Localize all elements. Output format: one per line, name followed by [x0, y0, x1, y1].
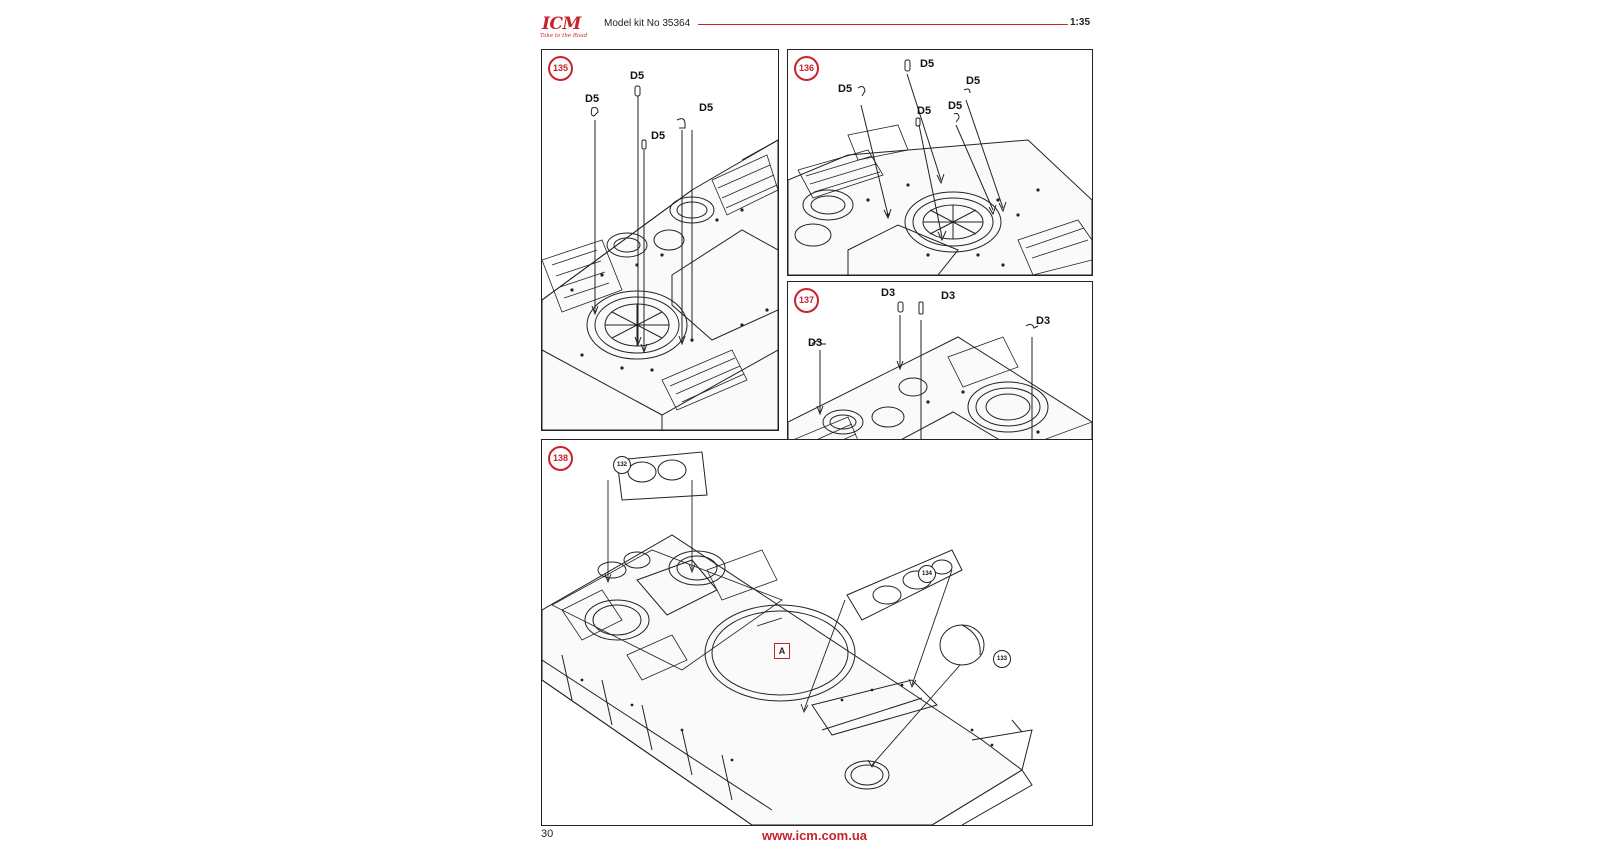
step-number-badge: 137 — [794, 288, 819, 313]
website-link[interactable]: www.icm.com.ua — [762, 828, 867, 843]
part-label-d5: D5 — [585, 93, 600, 105]
part-label-d3: D3 — [941, 290, 956, 302]
scale-label: 1:35 — [1070, 17, 1091, 28]
step-136-panel: 136 D5 D5 D5 D5 D5 — [787, 49, 1093, 276]
hull-deck-drawing — [542, 85, 778, 430]
step-number-badge: 135 — [548, 56, 573, 81]
part-label-d5: D5 — [920, 58, 935, 70]
part-label-d5: D5 — [699, 102, 714, 114]
hull-deck-drawing — [542, 451, 1033, 825]
logo-brand: ICM — [542, 14, 581, 34]
part-label-d5: D5 — [948, 100, 963, 112]
step-135-panel: 135 D5 D5 D5 D5 — [541, 49, 779, 431]
part-label-d5: D5 — [917, 105, 932, 117]
kit-title: Model kit No 35364 — [604, 18, 691, 29]
part-label-d5: D5 — [651, 130, 666, 142]
step-number-badge: 136 — [794, 56, 819, 81]
part-label-d3: D3 — [1036, 315, 1051, 327]
part-label-d3: D3 — [881, 287, 896, 299]
step-number-badge: 138 — [548, 446, 573, 471]
hull-deck-drawing — [788, 59, 1092, 275]
part-label-d5: D5 — [838, 83, 853, 95]
part-label-d3: D3 — [808, 337, 823, 349]
reference-box-a: A — [774, 643, 790, 659]
part-label-d5: D5 — [966, 75, 981, 87]
reference-step-circle: 132 — [613, 456, 631, 474]
logo-tagline: Take to the Road — [540, 33, 588, 39]
step-138-panel: 138 132 134 133 A — [541, 439, 1093, 826]
reference-step-circle: 133 — [993, 650, 1011, 668]
page-number: 30 — [541, 828, 554, 840]
reference-step-circle: 134 — [918, 565, 936, 583]
header-divider — [698, 24, 1068, 25]
part-label-d5: D5 — [630, 70, 645, 82]
icm-logo: ICM Take to the Road — [534, 14, 594, 40]
